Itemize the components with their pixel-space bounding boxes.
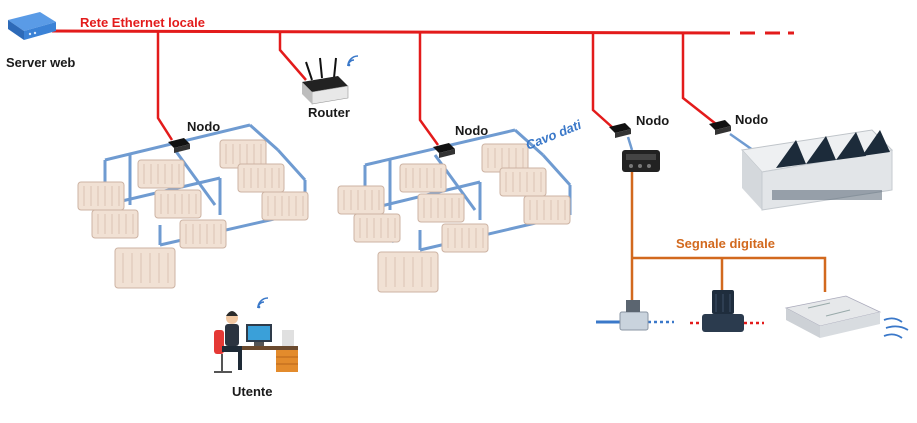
server-label: Server web — [6, 55, 75, 70]
digital-signal-lines — [630, 172, 827, 305]
pump-icon — [690, 290, 764, 332]
radiator-zone-2 — [337, 128, 572, 293]
radiator-zone-1 — [77, 123, 309, 289]
node-4-label: Nodo — [735, 112, 768, 127]
node-3-device-icon — [609, 123, 631, 138]
network-label: Rete Ethernet locale — [80, 15, 205, 30]
user-workstation-icon — [214, 311, 298, 373]
data-cable-label: Cavo dati — [524, 117, 584, 153]
controller-icon — [622, 150, 660, 172]
user-wifi-icon — [256, 297, 269, 310]
node-3-label: Nodo — [636, 113, 669, 128]
server-icon — [8, 12, 56, 40]
digital-signal-label: Segnale digitale — [676, 236, 775, 251]
valve-icon — [596, 300, 674, 331]
wind-icon — [883, 317, 909, 339]
router-icon — [302, 57, 349, 105]
chiller-icon — [741, 129, 894, 211]
air-handler-icon — [784, 295, 882, 338]
node-3-cable — [626, 136, 634, 151]
ethernet-network — [51, 29, 794, 146]
user-label: Utente — [232, 384, 272, 399]
router-wifi-icon — [346, 55, 359, 68]
router-label: Router — [308, 105, 350, 120]
node-1-label: Nodo — [187, 119, 220, 134]
node-2-label: Nodo — [455, 123, 488, 138]
